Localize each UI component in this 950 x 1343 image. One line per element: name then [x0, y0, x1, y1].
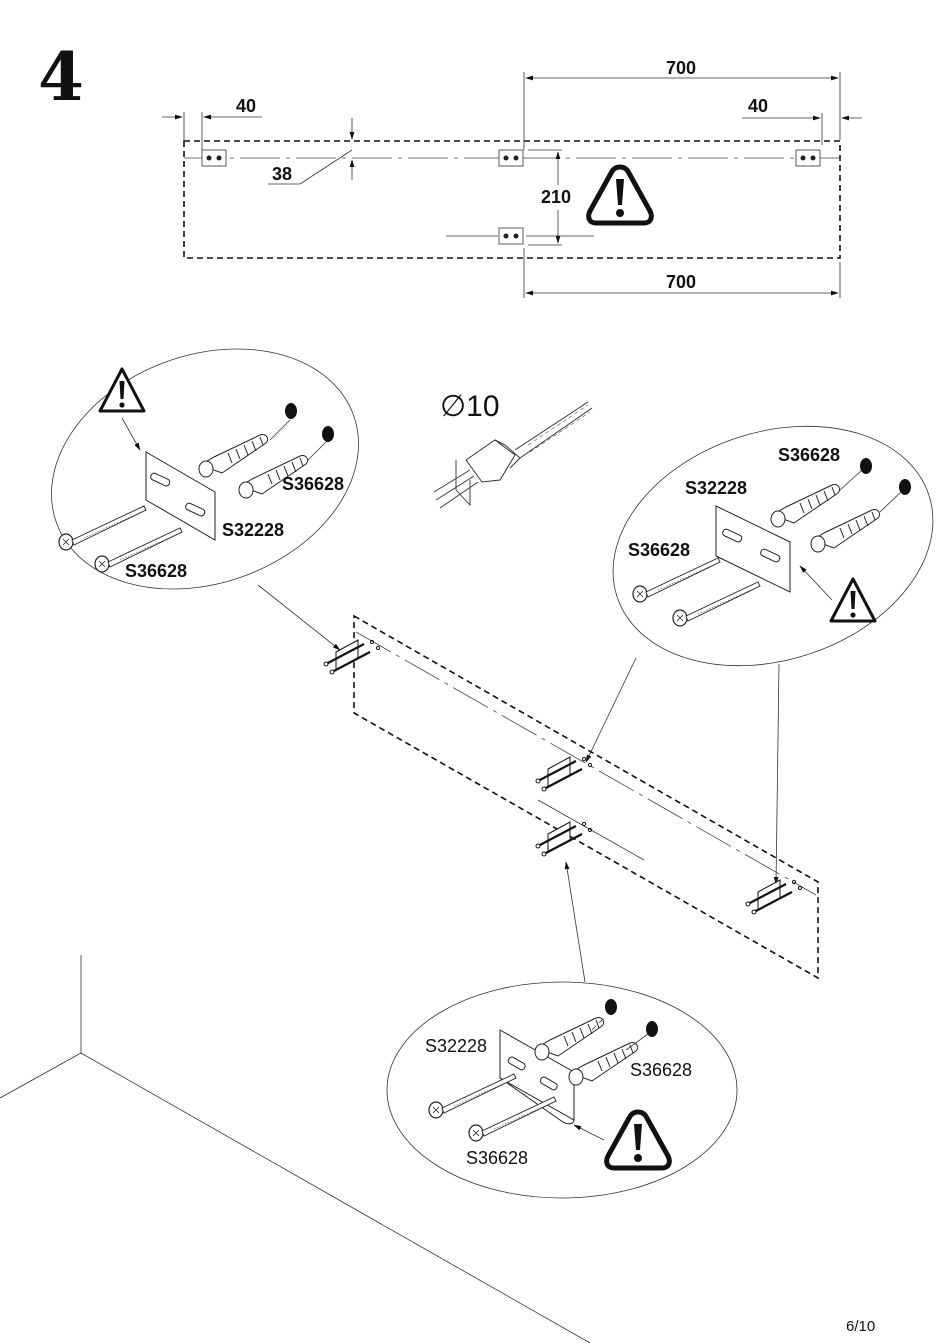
wall-plug: [810, 509, 881, 553]
mounting-clip-middle: [498, 149, 524, 167]
wall-plug: [198, 434, 269, 478]
part-label-screw: S36628: [125, 561, 187, 581]
detail-bubble-left: [51, 348, 359, 590]
dimension-vertical-spacing: 210: [541, 187, 571, 207]
top-dimension-drawing: 40 38 700 40 210 700: [162, 58, 862, 298]
detail-bottom: S32228 S36628 S36628: [386, 861, 738, 1199]
isometric-panel: [322, 614, 819, 980]
mounting-clip-right: [795, 149, 821, 167]
detail-bubble-right: [612, 425, 934, 667]
drill-hole: [605, 999, 617, 1015]
wall-plug: [534, 1017, 605, 1061]
wall-corner-lines: [0, 955, 591, 1343]
panel-outline-isometric: [353, 614, 819, 980]
drill-hole: [860, 458, 872, 474]
detail-right: S36628 S32228 S36628: [585, 425, 934, 885]
part-label-screw: S36628: [466, 1148, 528, 1168]
warning-triangle-icon: [607, 1112, 670, 1168]
mounting-bracket: [322, 638, 381, 676]
step-number: 4: [38, 38, 84, 116]
mounting-clip-lower: [498, 227, 524, 245]
screw-part: [672, 581, 761, 627]
screw-part: [58, 505, 147, 551]
dimension-edge-left: 40: [236, 96, 256, 116]
dimension-edge-right: 40: [748, 96, 768, 116]
screw-part: [428, 1073, 517, 1119]
mounting-bracket: [744, 878, 803, 916]
dimension-horizontal-bottom: 700: [666, 272, 696, 292]
mounting-clip-left: [201, 149, 227, 167]
warning-triangle-icon: [829, 577, 877, 623]
drill-hole: [322, 426, 334, 442]
drill-hole: [646, 1021, 658, 1037]
dimension-horizontal-top: 700: [666, 58, 696, 78]
part-label-dowel: S36628: [778, 445, 840, 465]
warning-triangle-icon: [98, 367, 146, 413]
warning-triangle-icon: [589, 167, 652, 223]
mounting-bracket: [534, 820, 593, 858]
detail-left: S36628 S32228 S36628: [51, 348, 359, 651]
part-label-bracket: S32228: [685, 478, 747, 498]
bracket-part: [715, 505, 791, 593]
part-label-bracket: S32228: [425, 1036, 487, 1056]
dimension-top-offset: 38: [272, 164, 292, 184]
drill-diameter-label: ∅10: [440, 390, 500, 423]
part-label-screw: S36628: [628, 540, 690, 560]
screw-part: [632, 557, 721, 603]
drill-hole: [285, 403, 297, 419]
drill-icon: [433, 401, 593, 509]
bracket-part: [145, 451, 216, 541]
detail-bubble-bottom: [386, 981, 738, 1199]
drill-illustration: ∅10: [433, 390, 593, 509]
screw-part: [468, 1096, 557, 1142]
part-label-bracket: S32228: [222, 520, 284, 540]
part-label-dowel: S36628: [282, 474, 344, 494]
wall-plug: [770, 484, 841, 528]
drill-hole: [899, 479, 911, 495]
page-number: 6/10: [846, 1318, 875, 1335]
part-label-dowel: S36628: [630, 1060, 692, 1080]
panel-outline: [183, 140, 841, 259]
